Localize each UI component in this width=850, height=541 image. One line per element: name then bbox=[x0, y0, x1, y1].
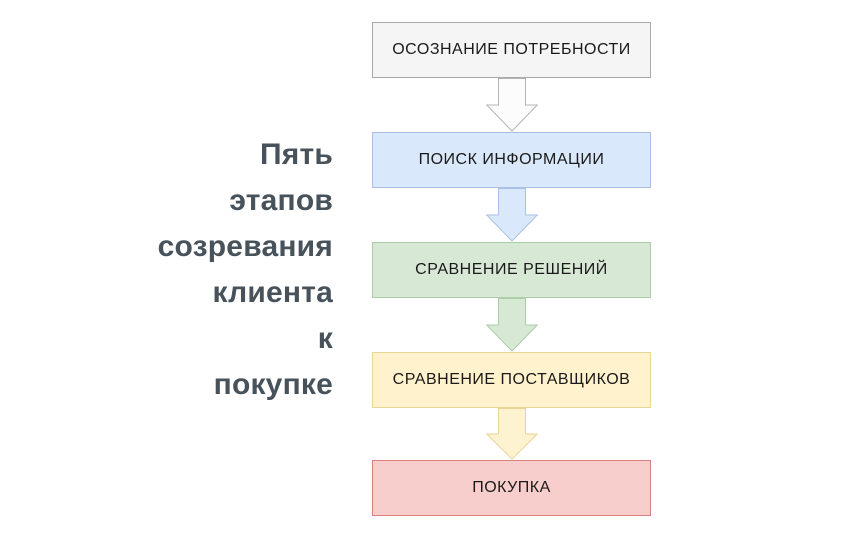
stage-solution-comparison: СРАВНЕНИЕ РЕШЕНИЙ bbox=[372, 242, 651, 298]
title-line: Пять bbox=[259, 138, 333, 171]
title-line: покупке bbox=[213, 368, 333, 401]
stage-need-recognition: ОСОЗНАНИЕ ПОТРЕБНОСТИ bbox=[372, 22, 651, 78]
down-arrow-icon bbox=[486, 188, 538, 242]
down-arrow-shape bbox=[486, 78, 538, 132]
down-arrow-icon bbox=[486, 408, 538, 460]
stage-label: ПОКУПКА bbox=[472, 479, 551, 496]
title-line: к bbox=[317, 322, 333, 355]
stage-information-search: ПОИСК ИНФОРМАЦИИ bbox=[372, 132, 651, 188]
title-line: клиента bbox=[212, 276, 333, 309]
stage-label: СРАВНЕНИЕ ПОСТАВЩИКОВ bbox=[392, 371, 631, 388]
stage-purchase: ПОКУПКА bbox=[372, 460, 651, 516]
diagram-title: Пять этапов созревания клиента к покупке bbox=[0, 132, 333, 408]
stage-label: ПОИСК ИНФОРМАЦИИ bbox=[418, 151, 605, 168]
down-arrow-icon bbox=[486, 298, 538, 352]
down-arrow-icon bbox=[486, 78, 538, 132]
stage-label: ОСОЗНАНИЕ ПОТРЕБНОСТИ bbox=[392, 41, 631, 58]
stage-supplier-comparison: СРАВНЕНИЕ ПОСТАВЩИКОВ bbox=[372, 352, 651, 408]
down-arrow-shape bbox=[486, 188, 538, 242]
stage-label: СРАВНЕНИЕ РЕШЕНИЙ bbox=[415, 261, 608, 278]
title-line: этапов bbox=[229, 184, 333, 217]
title-line: созревания bbox=[157, 230, 333, 263]
down-arrow-shape bbox=[486, 408, 538, 460]
down-arrow-shape bbox=[486, 298, 538, 352]
